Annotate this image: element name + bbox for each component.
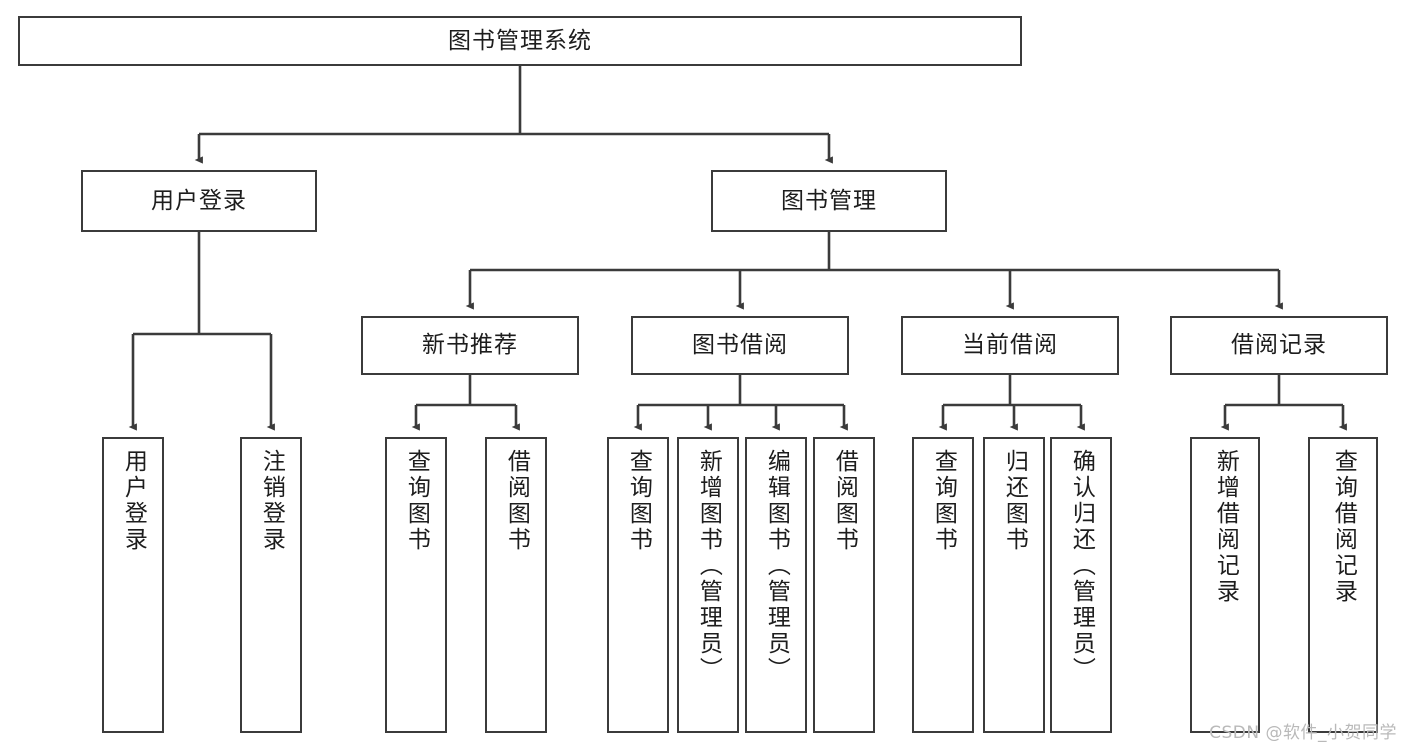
node-leaf-query-borrow-rec[interactable]: 查询借阅记录 — [1308, 437, 1378, 733]
node-user-login[interactable]: 用户登录 — [81, 170, 317, 232]
node-label-leaf-confirm-return: 确认归还（管理员） — [1068, 449, 1095, 683]
node-leaf-edit-book[interactable]: 编辑图书（管理员） — [745, 437, 807, 733]
node-leaf-add-borrow-rec[interactable]: 新增借阅记录 — [1190, 437, 1260, 733]
node-book-manage[interactable]: 图书管理 — [711, 170, 947, 232]
node-label-book-borrow: 图书借阅 — [692, 332, 788, 359]
node-book-borrow[interactable]: 图书借阅 — [631, 316, 849, 375]
node-leaf-query-book-2[interactable]: 查询图书 — [607, 437, 669, 733]
node-borrow-record[interactable]: 借阅记录 — [1170, 316, 1388, 375]
node-label-leaf-borrow-book-2: 借阅图书 — [831, 449, 858, 553]
node-leaf-confirm-return[interactable]: 确认归还（管理员） — [1050, 437, 1112, 733]
node-leaf-return-book[interactable]: 归还图书 — [983, 437, 1045, 733]
node-label-current-borrow: 当前借阅 — [962, 332, 1058, 359]
node-current-borrow[interactable]: 当前借阅 — [901, 316, 1119, 375]
node-new-book-rec[interactable]: 新书推荐 — [361, 316, 579, 375]
node-label-new-book-rec: 新书推荐 — [422, 332, 518, 359]
node-leaf-query-book-1[interactable]: 查询图书 — [385, 437, 447, 733]
node-label-root: 图书管理系统 — [448, 27, 592, 54]
node-label-user-login: 用户登录 — [151, 187, 247, 214]
node-leaf-query-book-3[interactable]: 查询图书 — [912, 437, 974, 733]
node-label-leaf-edit-book: 编辑图书（管理员） — [763, 449, 790, 683]
node-label-book-manage: 图书管理 — [781, 187, 877, 214]
node-label-leaf-query-book-1: 查询图书 — [403, 449, 430, 553]
node-label-leaf-user-login: 用户登录 — [120, 449, 147, 553]
node-label-leaf-user-logout: 注销登录 — [258, 449, 285, 553]
node-leaf-user-logout[interactable]: 注销登录 — [240, 437, 302, 733]
node-label-leaf-query-book-2: 查询图书 — [625, 449, 652, 553]
node-label-leaf-add-borrow-rec: 新增借阅记录 — [1212, 449, 1239, 605]
node-leaf-user-login[interactable]: 用户登录 — [102, 437, 164, 733]
node-label-leaf-query-book-3: 查询图书 — [930, 449, 957, 553]
node-label-leaf-add-book: 新增图书（管理员） — [695, 449, 722, 683]
watermark: CSDN @软件_小贺同学 — [1209, 723, 1397, 743]
node-root-system[interactable]: 图书管理系统 — [18, 16, 1022, 66]
node-label-borrow-record: 借阅记录 — [1231, 332, 1327, 359]
node-leaf-borrow-book-1[interactable]: 借阅图书 — [485, 437, 547, 733]
node-label-leaf-query-borrow-rec: 查询借阅记录 — [1330, 449, 1357, 605]
node-leaf-add-book[interactable]: 新增图书（管理员） — [677, 437, 739, 733]
node-label-leaf-return-book: 归还图书 — [1001, 449, 1028, 553]
node-label-leaf-borrow-book-1: 借阅图书 — [503, 449, 530, 553]
node-leaf-borrow-book-2[interactable]: 借阅图书 — [813, 437, 875, 733]
